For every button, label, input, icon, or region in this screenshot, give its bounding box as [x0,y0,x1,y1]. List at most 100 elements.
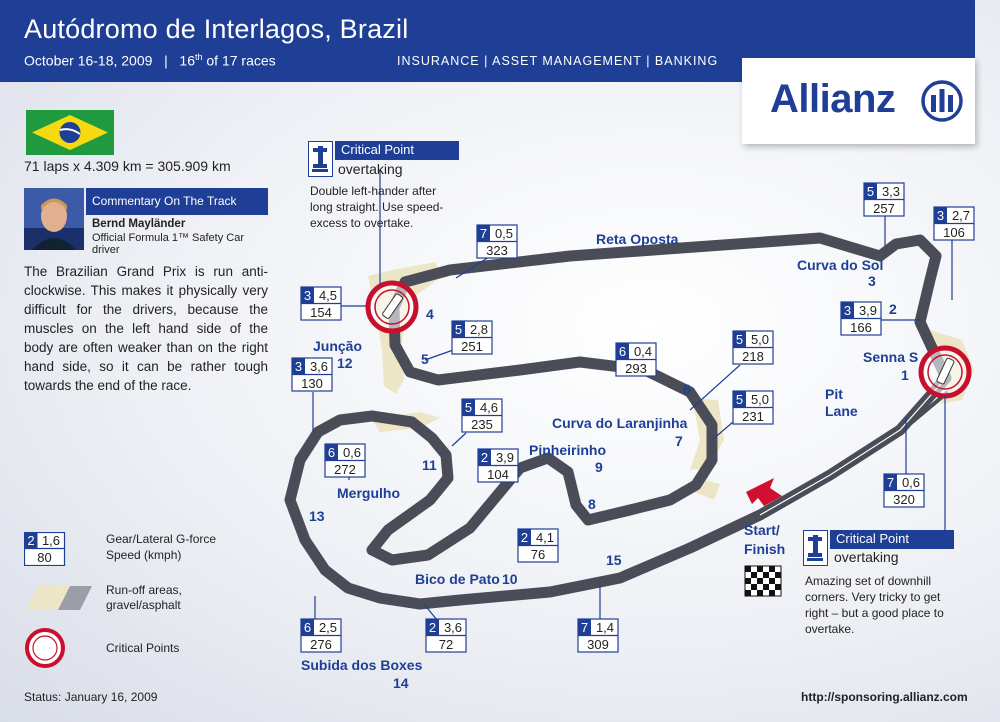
pit-lane [759,390,950,514]
page-title: Autódromo de Interlagos, Brazil [24,14,409,44]
callout-leaders [312,170,953,621]
legend-gforce: 1,6 [42,533,60,548]
brazil-flag-icon [26,110,114,155]
race-number-suffix: th [194,52,203,62]
description-line: Amazing set of downhill [805,574,932,588]
speed-value: 231 [742,409,764,424]
gear-value: 3 [844,303,851,318]
gear-cell [616,343,629,359]
label-finish: Finish [744,541,785,557]
label-bico-de-pato: Bico de Pato [415,571,500,587]
race-car-icon [312,146,328,172]
speed-value: 154 [310,305,332,320]
label-curva-laranjinha: Curva do Laranjinha [552,415,688,431]
gforce-value: 4,5 [319,288,337,303]
critical-point-title: Critical Point [830,530,954,549]
critical-point-description: Amazing set of downhill corners. Very tr… [805,573,944,637]
gear-value: 3 [304,288,311,303]
label-corner-5: 5 [421,351,429,367]
driver-name: Bernd Mayländer [92,218,186,230]
gear-cell [426,619,439,635]
speed-value: 251 [461,339,483,354]
checkered-flag-icon [744,565,782,597]
legend-gear-box: 2 1,6 80 [24,532,66,566]
description-line: long straight. Use speed- [310,200,444,214]
speed-value: 76 [531,547,545,562]
speed-value: 130 [301,376,323,391]
critical-point-title: Critical Point [335,141,459,160]
label-corner-15: 15 [606,552,622,568]
label-lane: Lane [825,403,858,419]
label-subida-dos-boxes: Subida dos Boxes [301,657,423,673]
speed-value: 106 [943,225,965,240]
race-car-icon [382,293,955,385]
commentary-header: Commentary On The Track [86,188,268,215]
circuit-path [284,232,952,610]
gear-value: 6 [619,344,626,359]
legend-gear-label: Gear/Lateral G-force [106,532,217,546]
gforce-value: 4,1 [536,530,554,545]
gear-cell [452,321,465,337]
race-date: October 16-18, 2009 [24,52,153,69]
label-corner-13: 13 [309,508,325,524]
legend-critical-label: Critical Points [106,641,180,655]
gear-value: 3 [937,208,944,223]
gforce-value: 1,4 [596,620,614,635]
gear-value: 6 [328,445,335,460]
gforce-value: 3,3 [882,184,900,199]
label-start: Start/ [744,522,780,538]
critical-point-description: Double left-hander after long straight. … [310,183,443,231]
legend-speed: 80 [37,550,51,565]
gear-cell [884,474,897,490]
critical-legend-icon [25,628,65,668]
description-line: overtake. [805,622,855,636]
description-line: Double left-hander after [310,184,437,198]
gear-cell [462,399,475,415]
gforce-value: 3,6 [444,620,462,635]
label-corner-4: 4 [426,306,434,322]
speed-value: 235 [471,417,493,432]
start-arrow-icon [746,478,782,506]
gear-cell [478,449,491,465]
gforce-value: 2,8 [470,322,488,337]
sponsor-url[interactable]: http://sponsoring.allianz.com [801,690,968,704]
speed-value: 72 [439,637,453,652]
race-total: of 17 races [206,52,276,69]
driver-photo [24,188,84,250]
label-corner-9: 9 [595,459,603,475]
label-corner-12: 12 [337,355,353,371]
label-corner-6: 6 [683,381,691,397]
gforce-value: 5,0 [751,392,769,407]
gear-cell [301,287,314,303]
gear-cell [578,619,591,635]
race-number: 16 [179,52,195,69]
allianz-eagle-icon [921,80,963,122]
gforce-value: 0,6 [902,475,920,490]
gear-value: 7 [581,620,588,635]
speed-value: 309 [587,637,609,652]
gear-speed-box: 3 4,5 154 [300,286,342,321]
gear-value: 6 [304,620,311,635]
commentary-card: Commentary On The Track Bernd Mayländer … [24,188,268,256]
label-reta-oposta: Reta Oposta [596,231,679,247]
gear-cell [292,358,305,374]
gear-value: 7 [480,226,487,241]
gear-value: 2 [481,450,488,465]
speed-value: 272 [334,462,356,477]
legend-runoff-label: gravel/asphalt [106,598,181,612]
gforce-value: 4,6 [480,400,498,415]
speed-value: 104 [487,467,509,482]
status-date: Status: January 16, 2009 [24,690,158,704]
